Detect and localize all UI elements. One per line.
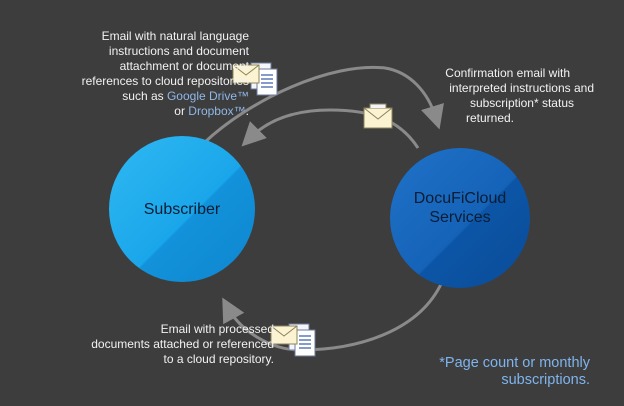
desc-line: returned. (465, 111, 514, 125)
desc-line: subscription* status (469, 96, 574, 110)
desc-line: Email with processed (160, 322, 274, 336)
desc-suffix: . (245, 104, 249, 118)
services-label-line2: Services (429, 209, 491, 226)
top-right-description: Confirmation email with interpreted inst… (374, 66, 594, 126)
arrow-top-outer (203, 65, 444, 144)
footnote-line: subscriptions. (501, 372, 590, 388)
desc-prefix: such as (122, 89, 167, 103)
subscriber-label: Subscriber (120, 200, 244, 219)
desc-line: to a cloud repository. (163, 352, 274, 366)
desc-line-google: such as Google Drive™ (29, 89, 249, 104)
services-circle (390, 148, 530, 288)
desc-line: interpreted instructions and (449, 81, 594, 95)
envelope-icon (363, 103, 393, 129)
desc-line: instructions and document (108, 44, 249, 58)
top-left-description: Email with natural language instructions… (29, 29, 249, 119)
desc-line: Confirmation email with (445, 66, 570, 80)
desc-prefix: or (174, 104, 189, 118)
footnote-line: *Page count or monthly (439, 355, 590, 371)
services-label: DocuFiCloud Services (400, 189, 520, 227)
arrow-top-inner (241, 108, 420, 149)
desc-line: Email with natural language (101, 29, 249, 43)
desc-line-dropbox: or Dropbox™. (29, 104, 249, 119)
desc-line: references to cloud repositories (81, 74, 249, 88)
desc-line: attachment or document (119, 59, 249, 73)
google-drive-link: Google Drive™ (166, 89, 249, 103)
dropbox-link: Dropbox™ (188, 104, 246, 118)
subscriber-circle (109, 136, 255, 282)
footnote: *Page count or monthly subscriptions. (370, 355, 590, 389)
bottom-left-description: Email with processed documents attached … (34, 322, 274, 367)
envelope-documents-icon (270, 323, 316, 357)
desc-line: documents attached or referenced (91, 337, 274, 351)
subscriber-label-text: Subscriber (143, 201, 221, 218)
envelope-documents-icon (232, 62, 278, 96)
services-label-line1: DocuFiCloud (413, 190, 507, 207)
